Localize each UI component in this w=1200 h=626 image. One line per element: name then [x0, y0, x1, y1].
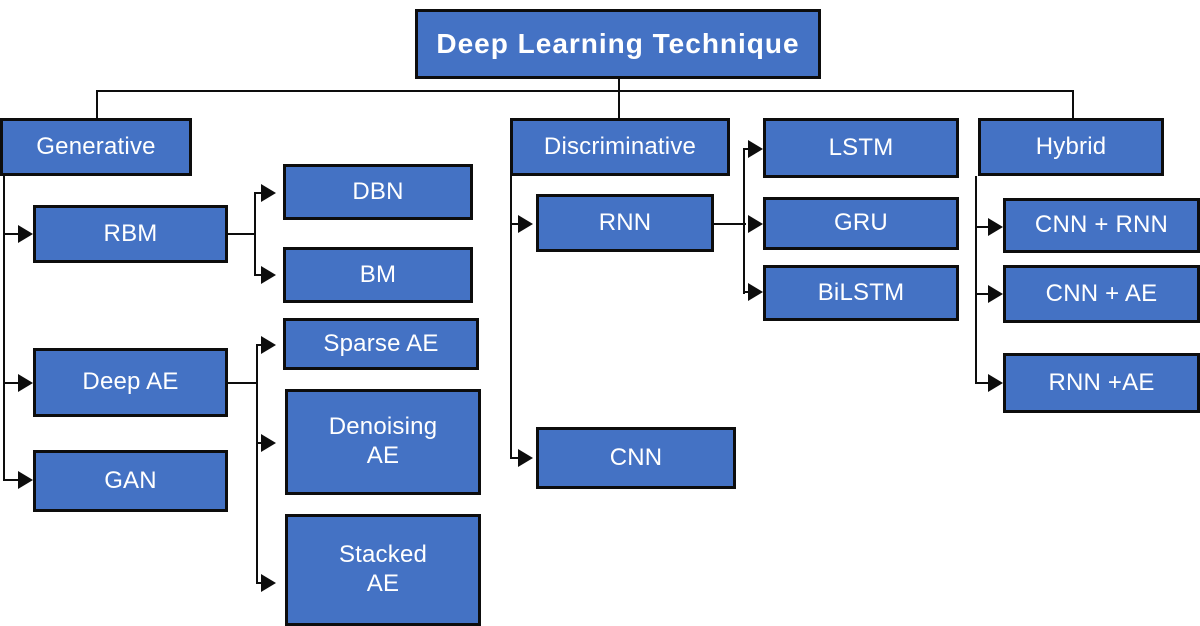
connector-deepae-to-stacked — [256, 582, 264, 584]
connector-deepae-spine — [256, 344, 258, 582]
connector-deepae-to-sparse — [256, 344, 264, 346]
node-generative[interactable]: Generative — [0, 118, 192, 176]
node-cnn-plus-rnn[interactable]: CNN + RNN — [1003, 198, 1200, 253]
connector-rnn-spine — [743, 148, 745, 294]
node-bm[interactable]: BM — [283, 247, 473, 303]
arrowhead-denoising-ae — [261, 434, 276, 452]
node-rbm[interactable]: RBM — [33, 205, 228, 263]
connector-hybrid-spine — [975, 176, 977, 384]
connector-rbm-stub — [228, 233, 256, 235]
node-cnn-plus-ae[interactable]: CNN + AE — [1003, 265, 1200, 323]
node-dbn[interactable]: DBN — [283, 164, 473, 220]
arrowhead-cnn-rnn — [988, 218, 1003, 236]
node-rnn[interactable]: RNN — [536, 194, 714, 252]
arrowhead-gan — [18, 471, 33, 489]
connector-deepae-stub — [228, 382, 258, 384]
node-hybrid[interactable]: Hybrid — [978, 118, 1164, 176]
connector-hybrid-to-cnn-rnn — [975, 226, 991, 228]
connector-rnn-to-bilstm — [743, 291, 751, 293]
node-rnn-plus-ae[interactable]: RNN +AE — [1003, 353, 1200, 413]
node-stacked-ae[interactable]: Stacked AE — [285, 514, 481, 626]
connector-rbm-to-dbn — [254, 192, 264, 194]
connector-rbm-spine — [254, 192, 256, 276]
arrowhead-gru — [748, 215, 763, 233]
connector-hybrid-to-rnn-ae — [975, 382, 991, 384]
arrowhead-cnn — [518, 449, 533, 467]
connector-deepae-to-denoising — [256, 442, 264, 444]
node-deep-ae[interactable]: Deep AE — [33, 348, 228, 417]
connector-rnn-stub — [714, 223, 746, 225]
connector-generative-spine — [3, 176, 5, 480]
connector-rbm-to-bm — [254, 274, 264, 276]
connector-generative-to-deepae — [3, 382, 21, 384]
node-gru[interactable]: GRU — [763, 197, 959, 250]
arrowhead-bm — [261, 266, 276, 284]
node-lstm[interactable]: LSTM — [763, 118, 959, 178]
arrowhead-dbn — [261, 184, 276, 202]
connector-root-to-generative — [96, 90, 98, 120]
arrowhead-lstm — [748, 140, 763, 158]
connector-discriminative-spine — [510, 176, 512, 459]
arrowhead-stacked-ae — [261, 574, 276, 592]
connector-root-stem — [618, 78, 620, 92]
node-root-deep-learning-technique[interactable]: Deep Learning Technique — [415, 9, 821, 79]
connector-root-to-hybrid — [1072, 90, 1074, 120]
node-cnn[interactable]: CNN — [536, 427, 736, 489]
arrowhead-rbm — [18, 225, 33, 243]
node-gan[interactable]: GAN — [33, 450, 228, 512]
arrowhead-cnn-ae — [988, 285, 1003, 303]
connector-hybrid-to-cnn-ae — [975, 293, 991, 295]
arrowhead-bilstm — [748, 283, 763, 301]
connector-rnn-to-lstm — [743, 148, 751, 150]
node-denoising-ae[interactable]: Denoising AE — [285, 389, 481, 495]
node-bilstm[interactable]: BiLSTM — [763, 265, 959, 321]
connector-root-to-discriminative — [618, 90, 620, 120]
arrowhead-sparse-ae — [261, 336, 276, 354]
node-discriminative[interactable]: Discriminative — [510, 118, 730, 176]
connector-generative-to-gan — [3, 479, 21, 481]
arrowhead-deep-ae — [18, 374, 33, 392]
node-sparse-ae[interactable]: Sparse AE — [283, 318, 479, 370]
arrowhead-rnn — [518, 215, 533, 233]
connector-generative-to-rbm — [3, 233, 21, 235]
arrowhead-rnn-ae — [988, 374, 1003, 392]
connector-root-bus — [96, 90, 1074, 92]
